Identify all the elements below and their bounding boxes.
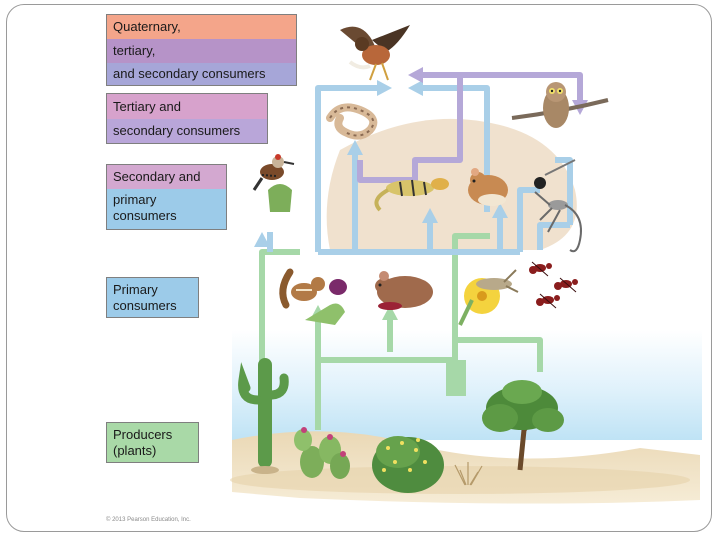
- copyright-credit: © 2013 Pearson Education, Inc.: [106, 517, 191, 523]
- legend-tertiary-line-2: secondary consumers: [107, 119, 267, 143]
- tan-habitat-area: [326, 118, 577, 250]
- woodpecker-icon: [252, 154, 295, 212]
- tree-icon: [482, 380, 564, 471]
- legend-tertiary-box: Tertiary and secondary consumers: [106, 93, 268, 144]
- legend-secondary-line-2: primary: [113, 192, 157, 207]
- legend-quaternary-line-2: tertiary,: [107, 39, 296, 63]
- hawk-icon: [340, 25, 410, 81]
- rat-icon: [375, 271, 433, 310]
- legend-primary-line-2: consumers: [113, 298, 177, 313]
- legend-producers-line-2: (plants): [113, 443, 157, 458]
- prickly-pear-icon: [294, 427, 350, 479]
- legend-primary-line-1: Primary: [113, 282, 158, 297]
- grasshopper-icon: [458, 269, 519, 326]
- legend-producers-line-1: Producers: [113, 427, 173, 442]
- legend-quaternary-line-1: Quaternary,: [107, 15, 296, 39]
- dry-bush-icon: [454, 462, 483, 486]
- legend-secondary-line-3: consumers: [113, 208, 177, 223]
- sky-background: [232, 330, 702, 440]
- legend-primary-box: Primary consumers: [106, 277, 199, 318]
- legend-tertiary-line-1: Tertiary and: [107, 94, 267, 119]
- snake-icon: [326, 103, 378, 140]
- legend-quaternary-box: Quaternary, tertiary, and secondary cons…: [106, 14, 297, 86]
- owl-icon: [511, 82, 609, 128]
- mouse-icon: [468, 168, 508, 206]
- squirrel-icon: [279, 268, 347, 325]
- flowering-shrub-icon: [372, 436, 444, 493]
- legend-secondary-box: Secondary and primary consumers: [106, 164, 227, 230]
- legend-secondary-line-1: Secondary and: [107, 165, 226, 189]
- ants-icon: [529, 261, 578, 309]
- scorpion-icon: [534, 159, 582, 253]
- lizard-icon: [374, 178, 449, 212]
- legend-producers-box: Producers (plants): [106, 422, 199, 463]
- legend-quaternary-line-3: and secondary consumers: [107, 63, 296, 85]
- saguaro-cactus-icon: [238, 358, 289, 474]
